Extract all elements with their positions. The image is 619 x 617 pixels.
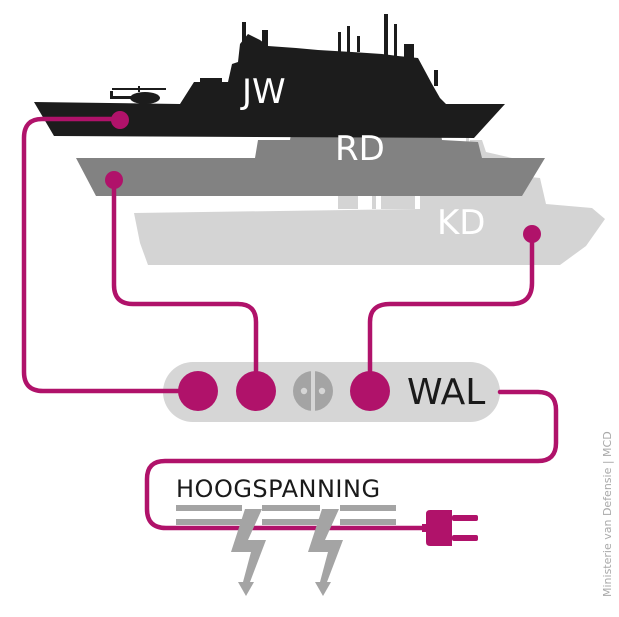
- socket-icon: [293, 368, 333, 414]
- high-voltage-label: HOOGSPANNING: [176, 475, 381, 503]
- connection-point-jw: [111, 111, 129, 129]
- cable-kd: [367, 231, 535, 394]
- lightning-bolt-icon: [231, 509, 266, 596]
- connection-point-kd: [523, 225, 541, 243]
- cable-shore-to-plug: [144, 389, 559, 531]
- cable-rd: [111, 177, 259, 394]
- outlet-jw: [178, 371, 218, 411]
- helicopter-icon: [110, 86, 166, 104]
- ship-label-rd: RD: [335, 129, 385, 169]
- shore-label: WAL: [407, 372, 485, 413]
- lightning-bolt-icon: [308, 509, 343, 596]
- plug-icon: [422, 510, 478, 546]
- ship-label-kd: KD: [437, 203, 485, 243]
- ship-label-jw: JW: [240, 72, 286, 112]
- power-line-dashes: [176, 505, 396, 525]
- outlet-rd: [236, 371, 276, 411]
- cable-jw: [21, 116, 201, 394]
- credit-text: Ministerie van Defensie | MCD: [601, 431, 614, 597]
- connection-point-rd: [105, 171, 123, 189]
- ship-jw: [34, 14, 505, 138]
- outlet-kd: [350, 371, 390, 411]
